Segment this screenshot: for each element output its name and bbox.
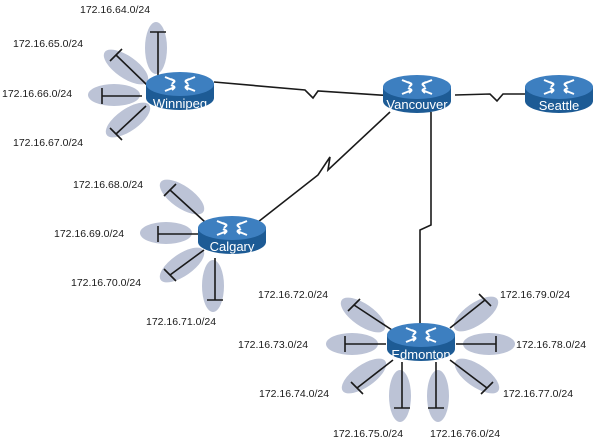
lan-petal [454, 358, 500, 394]
lan-stub-icon [428, 362, 444, 409]
lan-petal [427, 370, 449, 422]
lan-stub-icon [163, 183, 206, 223]
router-label: Vancouver [386, 97, 448, 112]
lan-stub-icon [109, 105, 147, 141]
subnet-label: 172.16.66.0/24 [2, 88, 72, 100]
serial-link-winnipeg-vancouver [213, 81, 396, 100]
subnet-label: 172.16.69.0/24 [54, 228, 124, 240]
lan-stub-icon [449, 293, 492, 329]
lan-stub-icon [150, 31, 166, 82]
subnet-label: 172.16.67.0/24 [13, 137, 83, 149]
subnet-label: 172.16.79.0/24 [500, 289, 570, 301]
subnet-label: 172.16.75.0/24 [333, 428, 403, 440]
router-label: Calgary [210, 239, 255, 254]
lan-stub-icon [109, 48, 149, 87]
subnet-label: 172.16.72.0/24 [258, 289, 328, 301]
subnet-label: 172.16.70.0/24 [71, 277, 141, 289]
lan-stub-icon [456, 336, 497, 352]
calgary-lans [140, 179, 224, 312]
subnet-label: 172.16.74.0/24 [259, 388, 329, 400]
subnet-label: 172.16.77.0/24 [503, 388, 573, 400]
router-winnipeg[interactable]: Winnipeg [145, 71, 215, 111]
lan-petal [159, 179, 205, 215]
lan-petal [159, 247, 205, 283]
edmonton-subnet-labels: 172.16.72.0/24 172.16.73.0/24 172.16.74.… [238, 289, 586, 440]
edmonton-lans [326, 293, 515, 422]
subnet-label: 172.16.71.0/24 [146, 316, 216, 328]
calgary-subnet-labels: 172.16.68.0/24 172.16.69.0/24 172.16.70.… [54, 179, 216, 328]
winnipeg-lans [88, 22, 167, 141]
serial-link-vancouver-edmonton [419, 112, 432, 325]
lan-petal [341, 358, 387, 394]
router-edmonton[interactable]: Edmonton [386, 322, 456, 362]
lan-petal [145, 22, 167, 74]
lan-stub-icon [163, 249, 205, 282]
lan-stub-icon [394, 362, 410, 409]
subnet-label: 172.16.64.0/24 [80, 4, 150, 16]
subnet-label: 172.16.73.0/24 [238, 339, 308, 351]
lan-petal [340, 297, 386, 333]
router-vancouver[interactable]: Vancouver [382, 74, 452, 114]
lan-stub-icon [157, 226, 198, 242]
router-calgary[interactable]: Calgary [197, 215, 267, 255]
lan-petal [202, 260, 224, 312]
router-label: Edmonton [391, 347, 450, 362]
router-label: Winnipeg [153, 96, 207, 111]
subnet-label: 172.16.76.0/24 [430, 428, 500, 440]
lan-petal [140, 222, 192, 244]
router-seattle[interactable]: Seattle [524, 74, 594, 114]
lan-stub-icon [101, 88, 142, 104]
lan-petal [389, 370, 411, 422]
wan-links [213, 81, 525, 325]
lan-petal [88, 84, 140, 106]
lan-stub-icon [449, 359, 494, 395]
winnipeg-subnet-labels: 172.16.64.0/24 172.16.65.0/24 172.16.66.… [2, 4, 150, 149]
lan-petal [105, 102, 151, 138]
subnet-label: 172.16.78.0/24 [516, 339, 586, 351]
lan-stub-icon [344, 336, 386, 352]
lan-petal [453, 296, 499, 332]
subnet-label: 172.16.65.0/24 [13, 38, 83, 50]
lan-stub-icon [350, 359, 394, 395]
router-label: Seattle [539, 98, 579, 113]
subnet-label: 172.16.68.0/24 [73, 179, 143, 191]
lan-stub-icon [347, 298, 393, 331]
lan-stub-icon [207, 258, 223, 301]
serial-link-vancouver-calgary [257, 111, 391, 223]
serial-link-vancouver-seattle [454, 93, 525, 103]
